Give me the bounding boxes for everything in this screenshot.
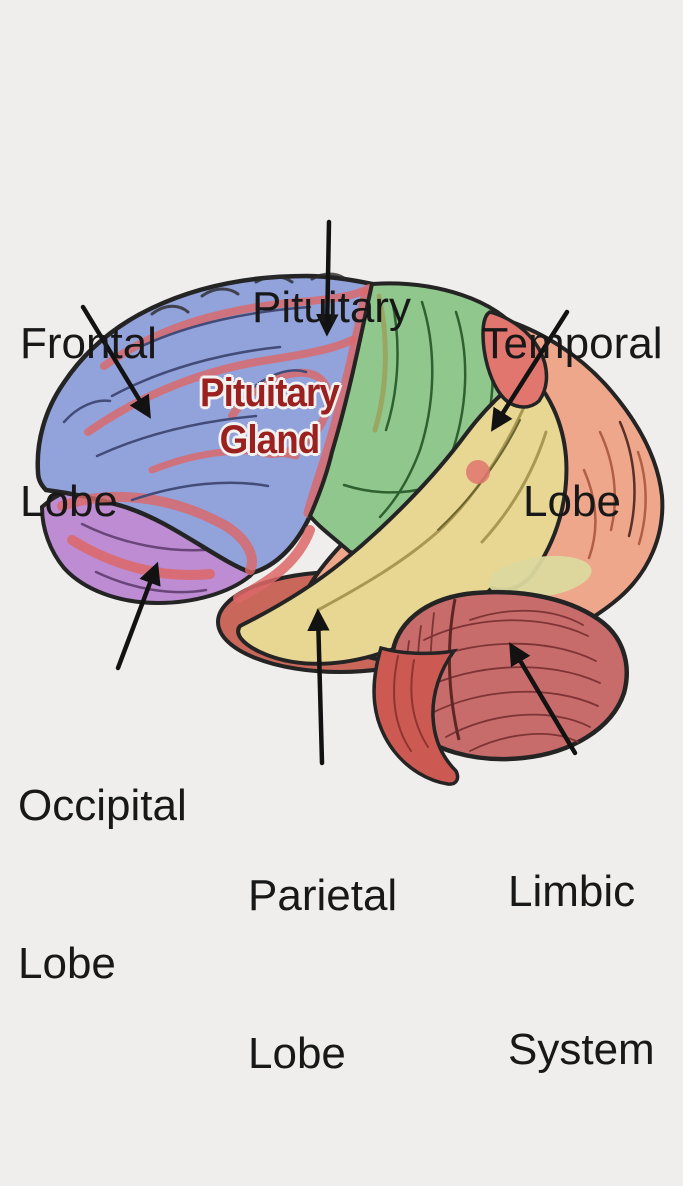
brainstem-lines [393, 655, 429, 752]
parietal-lobe-label-line2: Lobe [248, 1028, 346, 1078]
page: { "figure": { "kind": "brain-anatomy-dia… [18, 176, 672, 1078]
purple-region-sulci [67, 522, 218, 594]
frontal-lobe-label-line2: Lobe [20, 476, 118, 526]
frontal-lobe-label-line1: Frontal [20, 318, 157, 368]
occipital-lobe-label: Occipital Lobe [18, 674, 187, 1096]
diagram-canvas: Frontal Lobe Pituitary Temporal Lobe Occ… [18, 176, 672, 1078]
parietal-lobe-arrow [307, 608, 330, 766]
red-patch [481, 310, 549, 409]
temporal-lobe-arrow [490, 309, 570, 432]
brain-illustration [35, 219, 665, 786]
frontal-lobe-arrow [80, 304, 151, 419]
blue-region-sulci [57, 272, 373, 603]
limbic-system-label-line2: System [508, 1024, 655, 1074]
red-spot [466, 460, 490, 484]
temporal-lobe-label: Temporal Lobe [472, 212, 672, 634]
parietal-lobe-label: Parietal Lobe [248, 764, 397, 1186]
limbic-system-label: Limbic System [508, 760, 655, 1182]
limbic-system-label-line1: Limbic [508, 866, 636, 916]
frontal-lobe-label: Frontal Lobe [20, 212, 157, 634]
parietal-lobe-label-line1: Parietal [248, 870, 398, 920]
occipital-lobe-label-line1: Occipital [18, 780, 187, 830]
pale-patch [488, 555, 592, 599]
temporal-lobe-label-line1: Temporal [481, 318, 663, 368]
pituitary-gland-overlay-line1: Pituitary [200, 371, 340, 415]
pituitary-arrow [316, 219, 339, 337]
occipital-lobe-arrow [115, 561, 161, 671]
pituitary-label: Pituitary [252, 176, 411, 440]
occipital-lobe-label-line2: Lobe [18, 938, 116, 988]
pituitary-gland-overlay-label: Pituitary Gland [189, 370, 350, 464]
temporal-lobe-label-line2: Lobe [523, 476, 621, 526]
pituitary-gland-overlay-line2: Gland [219, 418, 321, 463]
annotation-arrows [80, 219, 578, 766]
pituitary-label-line1: Pituitary [252, 282, 411, 332]
cerebellum-divider [447, 598, 461, 741]
limbic-system-arrow [509, 642, 578, 756]
